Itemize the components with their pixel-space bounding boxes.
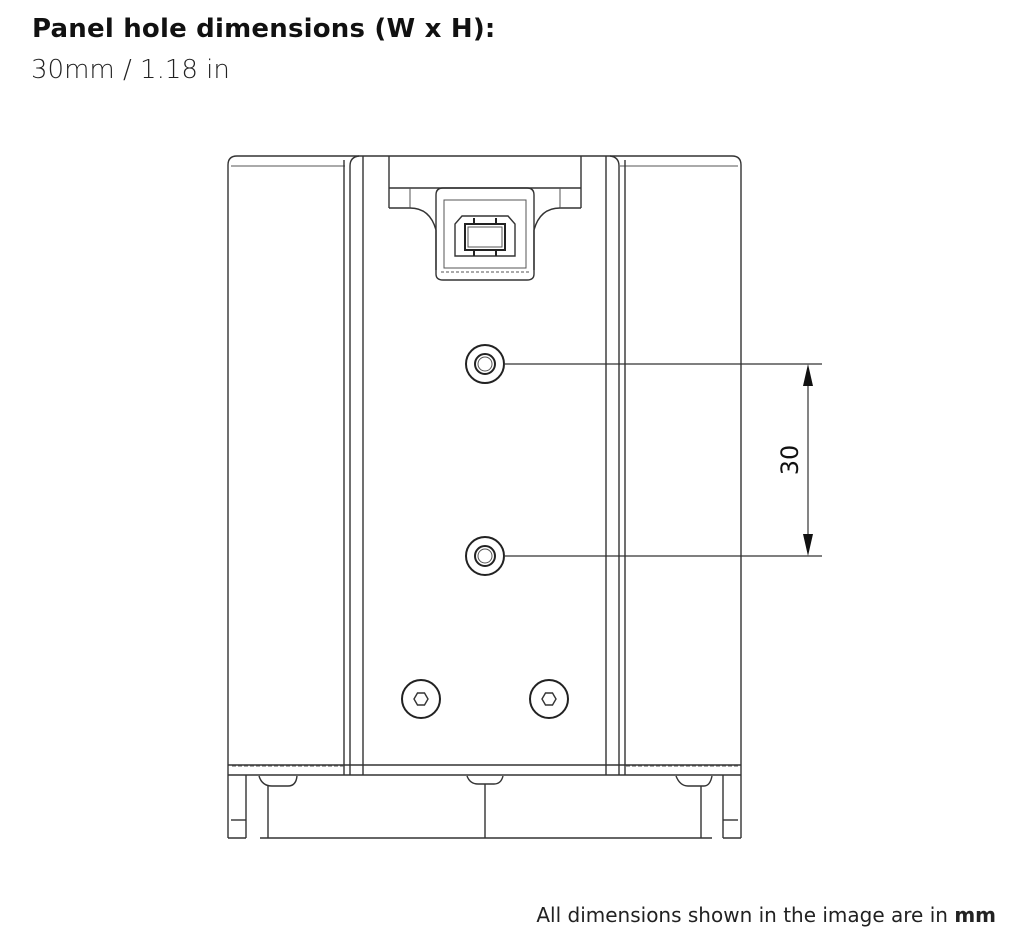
dimension-label: 30 (776, 445, 804, 476)
usb-b-port-icon (454, 215, 516, 257)
mounting-hole-icon (465, 536, 505, 576)
device-base (227, 764, 742, 839)
page-title: Panel hole dimensions (W x H): (32, 14, 496, 44)
device-body (227, 155, 742, 775)
panel-hole-size: 30mm / 1.18 in (31, 55, 230, 85)
hex-screw-icon (401, 679, 441, 719)
units-note: All dimensions shown in the image are in… (536, 903, 996, 927)
units-value: mm (954, 903, 996, 927)
dimension-30mm: 30 (504, 363, 822, 557)
mounting-hole-icon (465, 344, 505, 384)
hex-screw-icon (529, 679, 569, 719)
connector-bracket (388, 156, 582, 281)
